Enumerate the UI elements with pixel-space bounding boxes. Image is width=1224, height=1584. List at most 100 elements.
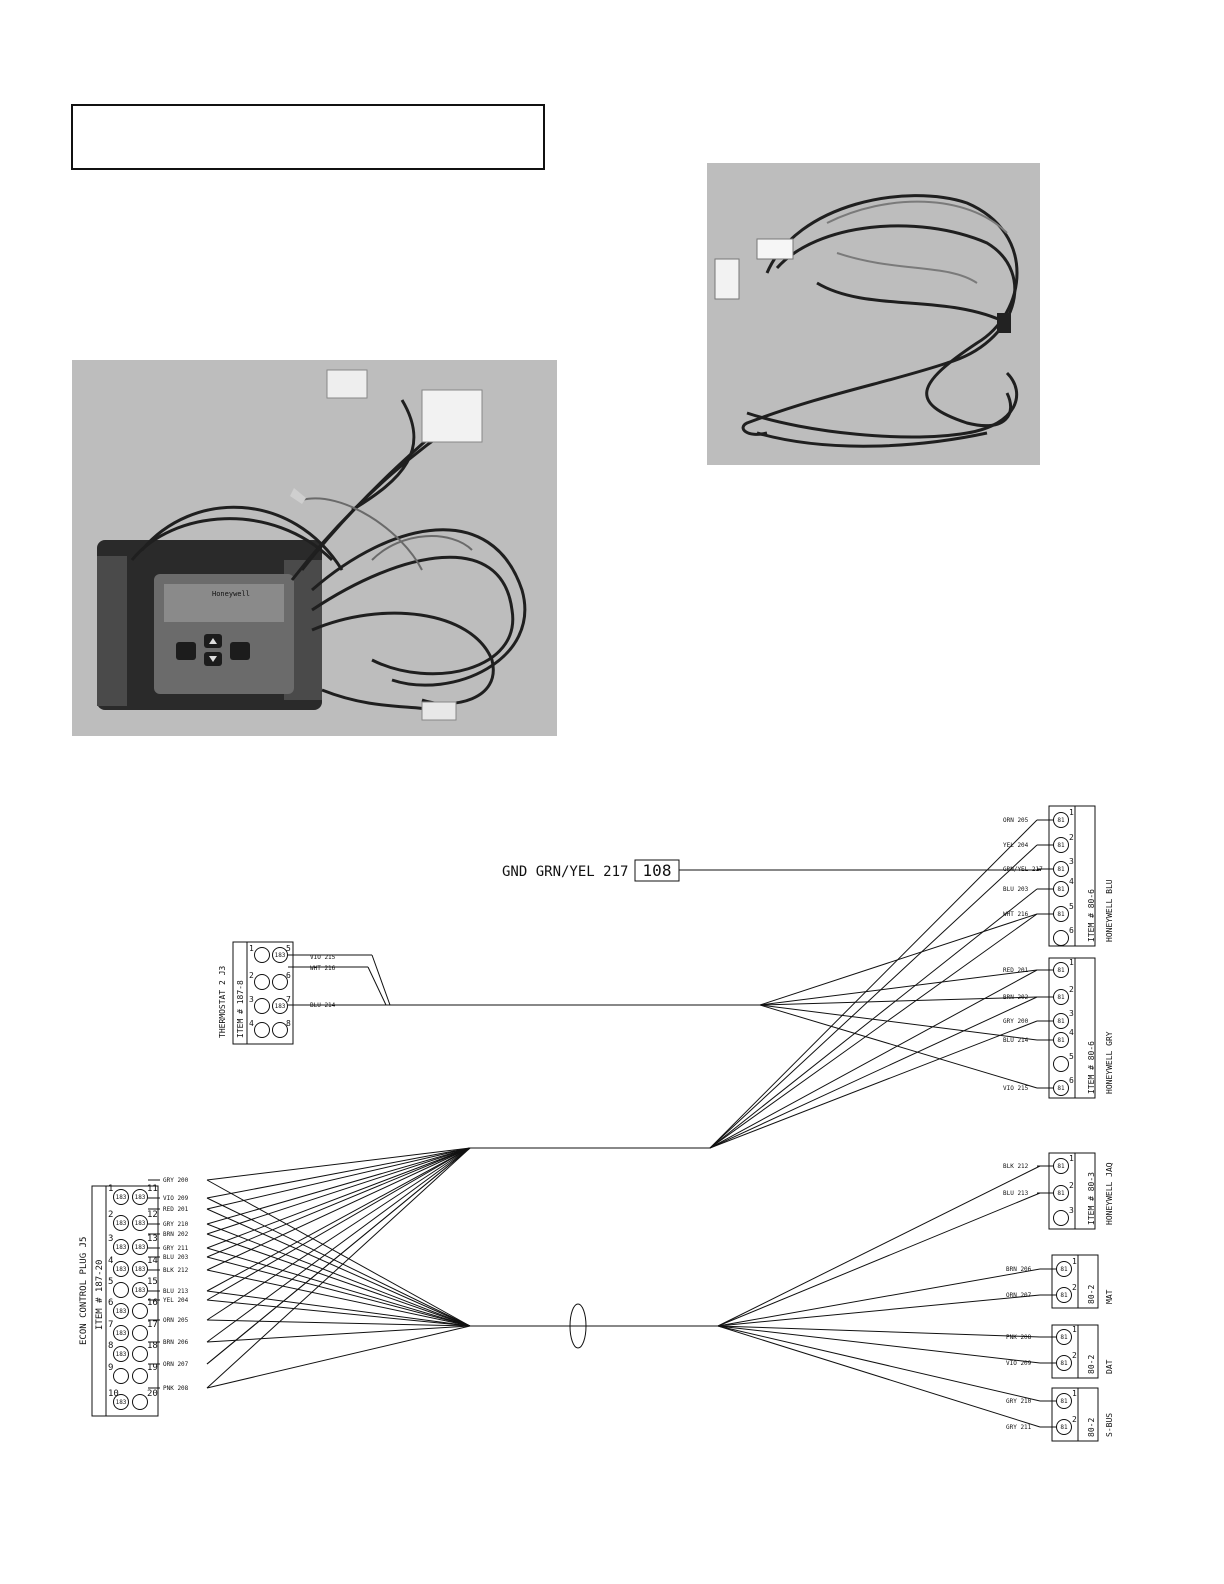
connector-honeywell_gry-wire-3: GRY 200	[1003, 1018, 1029, 1025]
econ-pin-number-15: 15	[147, 1277, 158, 1287]
wire	[717, 1268, 1041, 1327]
econ-wire-3	[206, 1223, 471, 1327]
wire	[371, 954, 391, 1006]
connector-dat-pin-number-1: 1	[1072, 1325, 1077, 1334]
connector-mat-pin-1-code: 81	[1060, 1266, 1068, 1273]
thermostat-wire-vio215: VIO 215	[310, 954, 336, 961]
connector-honeywell_gry-wire-4: BLU 214	[1003, 1037, 1029, 1044]
connector-honeywell_gry-item: ITEM # 80-6	[1087, 1041, 1096, 1094]
econ-wire-label-vio-209: VIO 209	[163, 1195, 189, 1202]
econ-pin-13-code: 183	[135, 1244, 146, 1251]
thermostat-pin-7	[272, 998, 288, 1014]
econ-pin-11-code: 183	[135, 1194, 146, 1201]
connector-honeywell_jaq-pin-1	[1053, 1158, 1069, 1174]
connector-honeywell_jaq-pin-number-2: 2	[1069, 1181, 1074, 1190]
connector-dat-pin-number-2: 2	[1072, 1351, 1077, 1360]
econ-pin-number-2: 2	[108, 1210, 113, 1220]
connector-mat-pin-number-2: 2	[1072, 1283, 1077, 1292]
thermostat-item: ITEM # 187-8	[236, 980, 245, 1038]
thermostat-pin-number-4: 4	[249, 1019, 254, 1028]
connector-honeywell_gry-pin-number-3: 3	[1069, 1009, 1074, 1018]
econ-pin-number-5: 5	[108, 1277, 113, 1287]
connector-honeywell_gry-pin-5	[1053, 1056, 1069, 1072]
connector-sbus-pin-number-1: 1	[1072, 1389, 1077, 1398]
econ-wire-label-orn-205: ORN 205	[163, 1317, 189, 1324]
connector-honeywell_blu-pin-number-4: 4	[1069, 877, 1074, 886]
connector-honeywell_blu-pin-4	[1053, 881, 1069, 897]
connector-dat	[1051, 1324, 1099, 1379]
thermostat-pin-number-8: 8	[286, 1019, 291, 1028]
controller-photo-illustration: Honeywell	[72, 360, 557, 736]
thermostat-pin-2	[254, 974, 270, 990]
wire	[759, 913, 1038, 1006]
econ-wire-label-blu-213: BLU 213	[163, 1288, 189, 1295]
econ-wire-label-orn-207: ORN 207	[163, 1361, 189, 1368]
econ-wire-label-yel-204: YEL 204	[163, 1297, 189, 1304]
connector-honeywell_gry-pin-2	[1053, 989, 1069, 1005]
wire	[206, 1179, 471, 1327]
connector-sbus-title: S-BUS	[1105, 1413, 1114, 1437]
connector-honeywell_jaq-pin-1-code: 81	[1057, 1163, 1065, 1170]
econ-wire-10	[206, 1147, 471, 1321]
econ-wire-9	[206, 1299, 471, 1327]
econ-pin-10-code: 183	[116, 1399, 127, 1406]
thermostat-pin-number-2: 2	[249, 971, 254, 980]
connector-honeywell_blu-pin-5	[1053, 906, 1069, 922]
connector-mat-pin-2-code: 81	[1060, 1292, 1068, 1299]
econ-item: ITEM # 187-20	[95, 1260, 105, 1330]
connector-honeywell_gry-pin-number-2: 2	[1069, 985, 1074, 994]
connector-honeywell_jaq-pin-number-1: 1	[1069, 1154, 1074, 1163]
econ-pin-15-code: 183	[135, 1287, 146, 1294]
note-box	[71, 104, 545, 170]
connector-honeywell_gry	[1048, 957, 1096, 1099]
connector-honeywell_blu-pin-number-1: 1	[1069, 808, 1074, 817]
connector-dat-wire-1: PNK 208	[1006, 1334, 1032, 1341]
photo-harness	[707, 163, 1040, 465]
econ-pin-number-3: 3	[108, 1234, 113, 1244]
connector-dat-title: DAT	[1105, 1359, 1114, 1374]
connector-honeywell_blu-wire-4: BLU 203	[1003, 886, 1029, 893]
wire	[717, 1294, 1041, 1327]
connector-honeywell_blu-pin-2	[1053, 837, 1069, 853]
wire	[717, 1325, 1041, 1338]
econ-pin-6-code: 183	[116, 1308, 127, 1315]
connector-dat-wire-2: VIO 209	[1006, 1360, 1032, 1367]
connector-honeywell_jaq-pin-number-3: 3	[1069, 1206, 1074, 1215]
econ-pin-1-code: 183	[116, 1194, 127, 1201]
connector-sbus-wire-1: GRY 210	[1006, 1398, 1032, 1405]
econ-pin-4	[113, 1261, 129, 1277]
connector-honeywell_gry-pin-4	[1053, 1032, 1069, 1048]
connector-dat-pin-2	[1056, 1355, 1072, 1371]
connector-mat-pin-2	[1056, 1287, 1072, 1303]
econ-pin-9	[113, 1368, 129, 1384]
ground-label: GND GRN/YEL 217	[502, 864, 628, 880]
econ-wire-11	[206, 1325, 471, 1343]
connector-honeywell_gry-pin-1-code: 81	[1057, 967, 1065, 974]
connector-sbus-pin-1	[1056, 1393, 1072, 1409]
econ-wire-5	[206, 1247, 471, 1327]
thermostat-pin-6	[272, 974, 288, 990]
connector-honeywell_jaq-item: ITEM # 80-3	[1087, 1172, 1096, 1225]
connector-honeywell_gry-title: HONEYWELL GRY	[1105, 1031, 1114, 1094]
econ-wire-6	[206, 1147, 471, 1258]
econ-pin-number-12: 12	[147, 1210, 158, 1220]
econ-pin-number-16: 16	[147, 1298, 158, 1308]
econ-pin-2	[113, 1215, 129, 1231]
thermostat-pin-number-5: 5	[286, 944, 291, 953]
wire	[717, 1165, 1041, 1327]
connector-honeywell_gry-pin-6	[1053, 1080, 1069, 1096]
plug-small	[421, 701, 457, 721]
connector-honeywell_gry-pin-6-code: 81	[1057, 1085, 1065, 1092]
econ-pin-11	[132, 1189, 148, 1205]
econ-pin-14-code: 183	[135, 1266, 146, 1273]
connector-dat-pin-1	[1056, 1329, 1072, 1345]
harness-photo-illustration	[707, 163, 1040, 465]
econ-pin-7	[113, 1325, 129, 1341]
connector-honeywell_blu-item: ITEM # 80-6	[1087, 889, 1096, 942]
connector-honeywell_gry-wire-1: RED 201	[1003, 967, 1029, 974]
connector-mat-pin-number-1: 1	[1072, 1257, 1077, 1266]
connector-mat-pin-1	[1056, 1261, 1072, 1277]
connector-honeywell_jaq-wire-2: BLU 213	[1003, 1190, 1029, 1197]
thermostat-pin-number-7: 7	[286, 995, 291, 1004]
econ-pin-number-8: 8	[108, 1341, 113, 1351]
